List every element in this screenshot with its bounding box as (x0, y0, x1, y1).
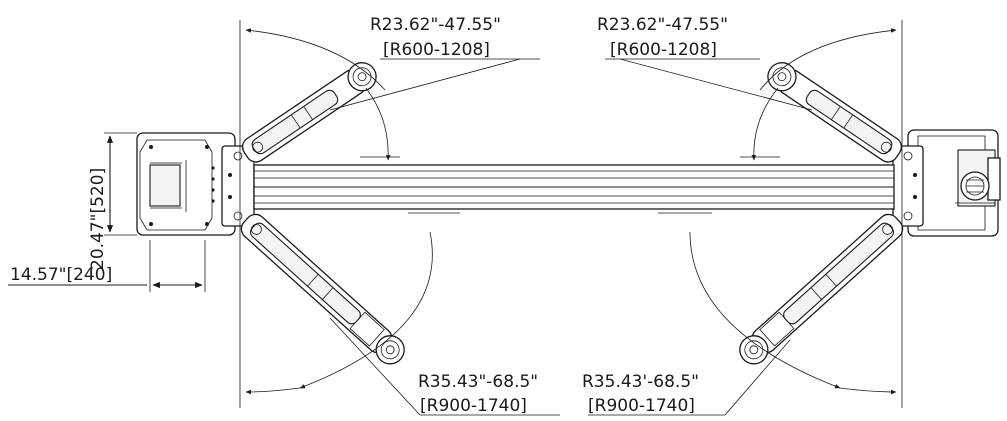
bottom-left-radius-mm-label: [R900-1740] (420, 396, 527, 416)
lift-arm-upper-left (241, 62, 377, 163)
bottom-left-radius-label: R35.43"-68.5" (418, 372, 538, 392)
left-column-post (136, 132, 255, 236)
bottom-right-radius-mm-label: [R900-1740] (588, 396, 695, 416)
top-left-radius-label: R23.62"-47.55" (370, 15, 501, 35)
lift-arm-upper-right (767, 62, 903, 163)
lift-arm-lower-left (240, 213, 405, 365)
top-right-radius-mm-label: [R600-1208] (610, 40, 717, 60)
bottom-right-radius-label: R35.43'-68.5" (582, 372, 699, 392)
column-width-label: 14.57"[240] (10, 265, 112, 285)
top-left-radius-mm-label: [R600-1208] (383, 40, 490, 60)
lift-arm-lower-right (739, 213, 904, 365)
cross-beam (253, 164, 895, 210)
right-column-post (892, 129, 1001, 237)
top-right-radius-label: R23.62"-47.55" (597, 15, 728, 35)
dimension-lines (8, 20, 903, 416)
column-depth-label: 20.47"[520] (88, 168, 108, 270)
